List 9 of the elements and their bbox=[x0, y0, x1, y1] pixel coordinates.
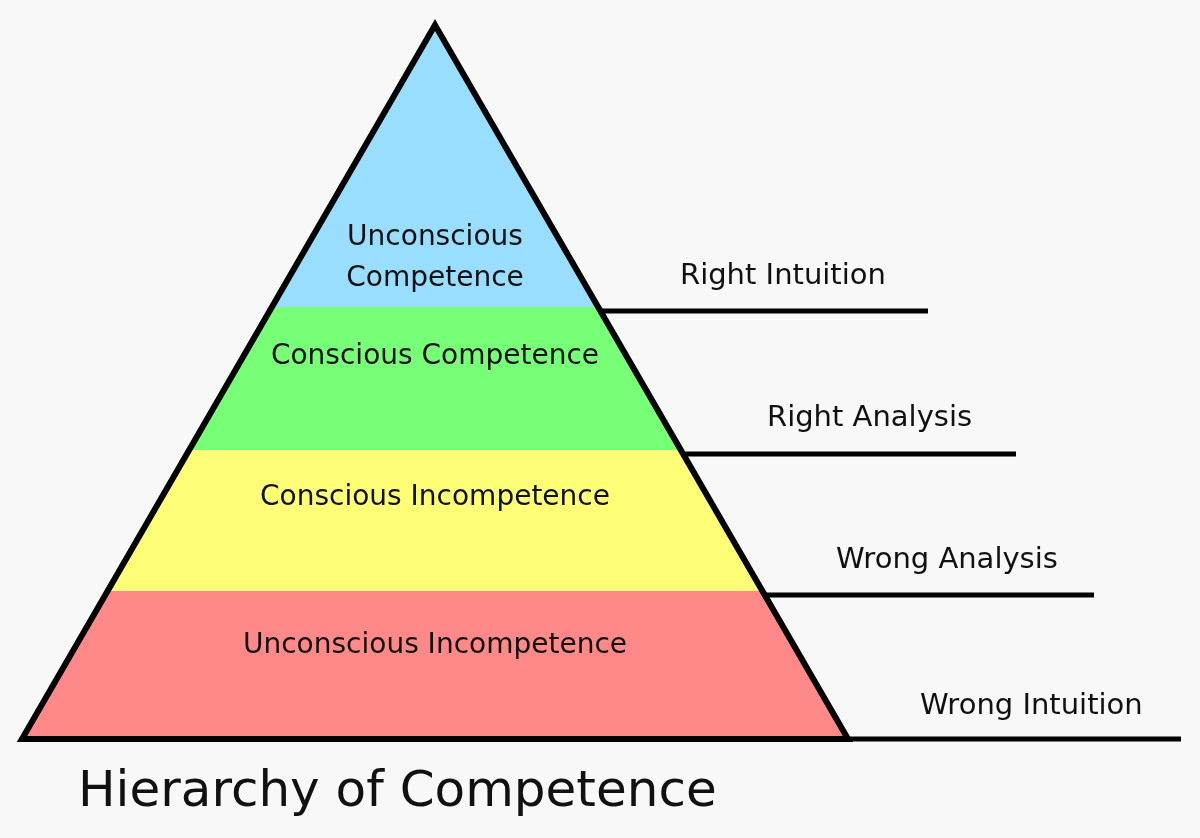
tier-label: Conscious Competence bbox=[269, 337, 601, 373]
tier-label: Conscious Incompetence bbox=[259, 478, 611, 514]
diagram-title: Hierarchy of Competence bbox=[78, 760, 717, 818]
tier-label: Unconscious Competence bbox=[345, 218, 525, 295]
tier-label: Unconscious Incompetence bbox=[242, 626, 628, 662]
level-label: Wrong Analysis bbox=[836, 541, 1058, 575]
level-label: Right Analysis bbox=[767, 399, 973, 433]
level-label: Wrong Intuition bbox=[920, 687, 1143, 721]
level-label: Right Intuition bbox=[680, 257, 886, 291]
